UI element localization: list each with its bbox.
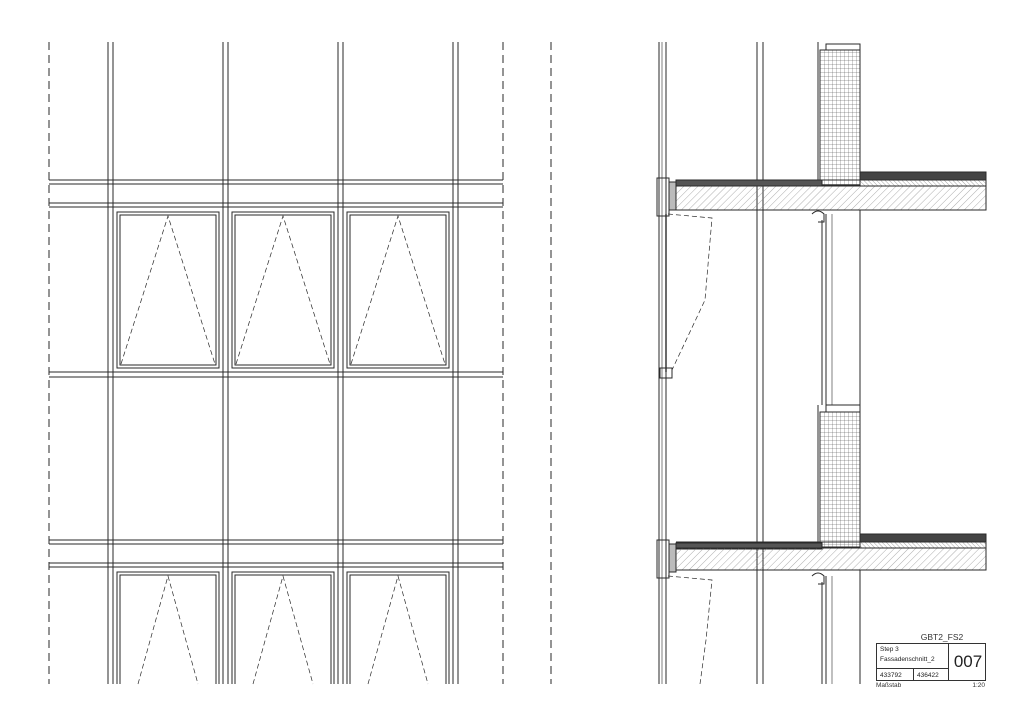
window-upper-3: [346, 211, 450, 369]
window-upper-2: [231, 211, 335, 369]
transoms: [49, 179, 503, 568]
drawing-name: Fassadenschnitt_2: [880, 656, 935, 663]
floor-slab-lower: [656, 533, 987, 579]
window-lower-2: [231, 571, 335, 685]
step-label: Step 3: [880, 646, 899, 653]
outer-glazing: [658, 42, 667, 684]
window-lower-3: [346, 571, 450, 685]
masonry-wall-upper: [817, 42, 861, 186]
title-block-divider-ids: [913, 668, 914, 680]
inner-window-lower: [811, 570, 861, 684]
title-block: Step 3 Fassadenschnitt_2 433792 436422 0…: [876, 643, 986, 681]
casement-upper: [659, 213, 713, 379]
title-block-divider-vertical: [948, 644, 949, 680]
title-block-divider-horizontal: [877, 668, 948, 669]
masonry-wall-lower: [817, 404, 861, 548]
floor-slab-upper: [656, 171, 987, 217]
facade-elevation: [48, 42, 552, 685]
scale-label: Maßstab: [876, 682, 902, 689]
window-upper-1: [116, 211, 220, 369]
column-lines: [756, 42, 764, 684]
facade-section: [656, 42, 987, 685]
scale-value: 1:20: [972, 682, 985, 689]
sheet-number: 007: [953, 652, 983, 671]
casement-lower: [667, 575, 713, 685]
window-lower-1: [116, 571, 220, 685]
student-id-2: 436422: [917, 672, 939, 679]
inner-window-upper: [811, 210, 861, 405]
student-id-1: 433792: [880, 672, 902, 679]
mullions: [107, 42, 459, 684]
project-code: GBT2_FS2: [920, 632, 964, 642]
